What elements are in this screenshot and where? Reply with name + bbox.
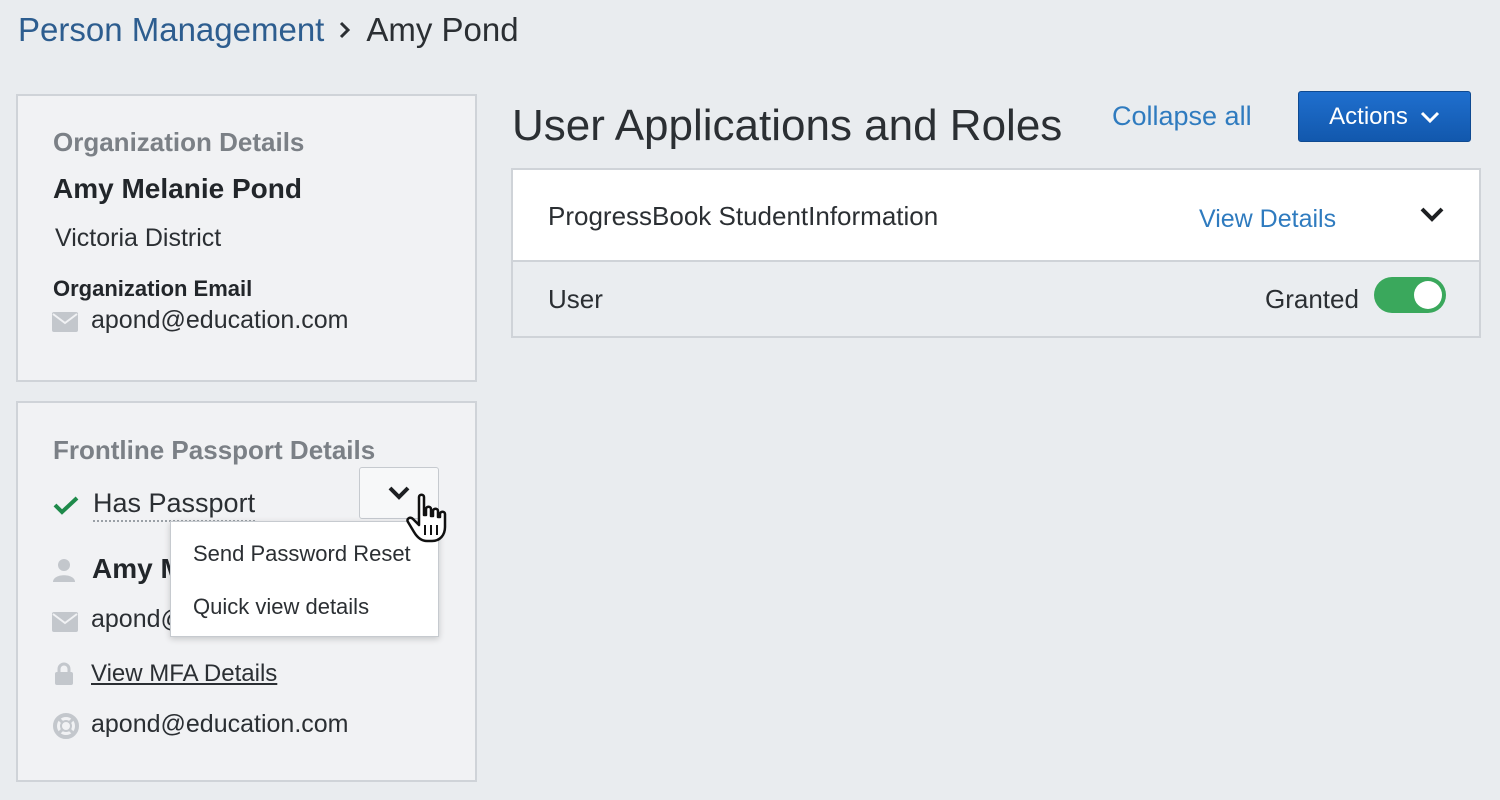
role-status: Granted [1265,284,1359,314]
chevron-down-icon [388,486,410,500]
passport-actions-menu: Send Password Reset Quick view details [170,521,439,637]
chevron-down-icon [1420,111,1439,123]
passport-name: Amy Melanie Pond [92,553,172,584]
role-name: User [548,284,603,314]
menu-item-send-password-reset[interactable]: Send Password Reset [193,541,411,566]
check-icon [53,494,79,516]
actions-button[interactable]: Actions [1298,91,1471,142]
breadcrumb-current: Amy Pond [366,11,519,48]
organization-details-title: Organization Details [53,127,305,157]
hand-cursor-icon [404,492,452,544]
organization-email: apond@education.com [91,306,349,334]
collapse-all-link[interactable]: Collapse all [1112,101,1252,131]
user-icon [52,557,76,583]
lock-icon [53,661,75,687]
breadcrumb-person-management-link[interactable]: Person Management [18,11,325,48]
view-mfa-details-link[interactable]: View MFA Details [91,660,278,687]
passport-status: Has Passport [93,488,256,522]
role-row: User Granted [513,262,1479,336]
actions-button-label: Actions [1329,102,1408,130]
passport-details-title: Frontline Passport Details [53,435,376,465]
breadcrumb: Person Management Amy Pond [18,8,519,52]
envelope-icon [52,311,78,333]
organization-full-name: Amy Melanie Pond [53,173,302,204]
organization-details-card [16,94,477,382]
role-granted-toggle[interactable] [1374,277,1446,313]
view-details-link[interactable]: View Details [1199,205,1337,233]
chevron-right-icon [332,19,358,41]
organization-email-label: Organization Email [53,276,253,301]
application-name: ProgressBook StudentInformation [548,201,939,231]
passport-status-wrap: Has Passport [93,488,256,522]
chevron-down-icon[interactable] [1419,206,1445,229]
passport-email: apond@education.com [91,605,170,633]
organization-district: Victoria District [55,224,222,252]
lifebuoy-icon [52,712,80,740]
toggle-knob [1414,281,1442,309]
application-panel: ProgressBook StudentInformation View Det… [511,168,1481,338]
application-row: ProgressBook StudentInformation View Det… [513,170,1479,262]
passport-recovery-email: apond@education.com [91,710,349,738]
page-title: User Applications and Roles [512,101,1063,150]
envelope-icon [52,611,78,633]
menu-item-quick-view-details[interactable]: Quick view details [193,594,370,619]
